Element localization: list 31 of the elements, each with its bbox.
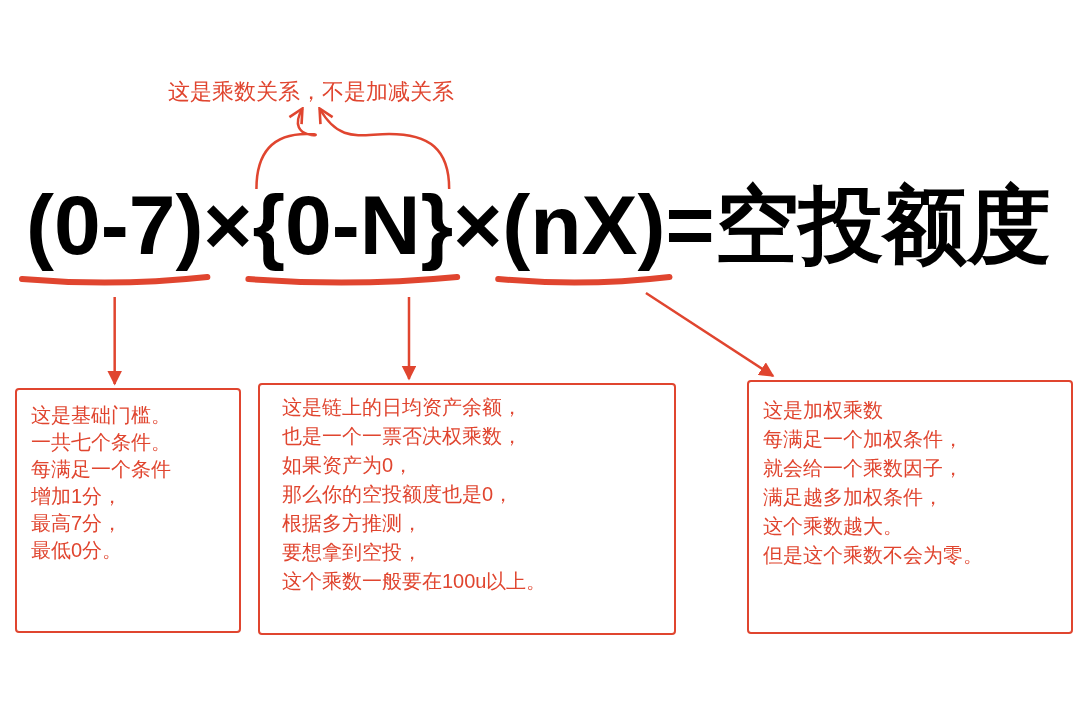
note-line: 但是这个乘数不会为零。 <box>763 543 984 568</box>
note-line: 如果资产为0， <box>282 453 415 478</box>
formula-operator: × <box>203 183 253 267</box>
note-line: 这个乘数越大。 <box>763 514 904 539</box>
arrow <box>255 107 316 190</box>
note-box <box>15 388 241 633</box>
formula-operator: =空投额度 <box>665 183 1051 267</box>
arrow <box>107 297 123 386</box>
note-line: 就会给一个乘数因子， <box>763 456 964 481</box>
note-line: 最高7分， <box>31 511 124 536</box>
note-line: 这个乘数一般要在100u以上。 <box>282 569 548 594</box>
arrow <box>645 291 775 378</box>
note-line: 这是加权乘数 <box>763 398 884 423</box>
arrow <box>318 107 451 190</box>
note-line: 增加1分， <box>31 484 124 509</box>
note-box <box>747 380 1073 634</box>
note-line: 一共七个条件。 <box>31 430 172 455</box>
arrow <box>401 297 417 381</box>
note-line: 这是基础门槛。 <box>31 403 172 428</box>
note-line: 那么你的空投额度也是0， <box>282 482 515 507</box>
formula-operator: × <box>453 183 503 267</box>
note-line: 根据多方推测， <box>282 511 423 536</box>
annotation-text: 这是乘数关系，不是加减关系 <box>168 78 454 106</box>
note-line: 满足越多加权条件， <box>763 485 944 510</box>
note-line: 每满足一个加权条件， <box>763 427 964 452</box>
note-box <box>258 383 676 635</box>
note-line: 也是一个一票否决权乘数， <box>282 424 523 449</box>
note-line: 最低0分。 <box>31 538 124 563</box>
note-line: 这是链上的日均资产余额， <box>282 395 523 420</box>
note-line: 要想拿到空投， <box>282 540 423 565</box>
note-line: 每满足一个条件 <box>31 457 172 482</box>
